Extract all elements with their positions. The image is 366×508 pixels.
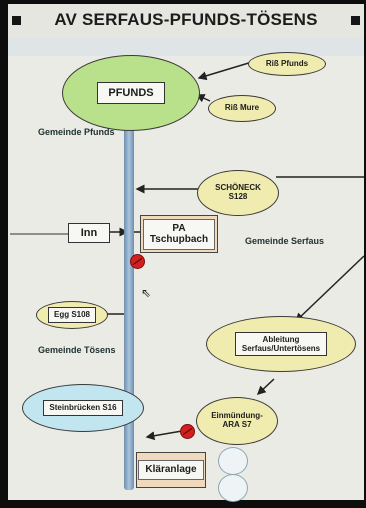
steinbrucken-oval[interactable]: Steinbrücken S16 xyxy=(22,384,144,432)
clarifier-circle-upper xyxy=(218,447,248,475)
egg-label: Egg S108 xyxy=(47,307,96,323)
einmundung-oval[interactable]: Einmündung- ARA S7 xyxy=(196,397,278,445)
region-pfunds-label: Gemeinde Pfunds xyxy=(38,127,115,137)
klaranlage-label: Kläranlage xyxy=(138,460,204,480)
egg-oval[interactable]: Egg S108 xyxy=(36,301,108,329)
klaranlage-box[interactable]: Kläranlage xyxy=(136,452,206,488)
inn-box[interactable]: Inn xyxy=(68,223,110,243)
mouse-pointer-icon: ⇖ xyxy=(141,286,152,300)
pa-tschupbach-box[interactable]: PA Tschupbach xyxy=(140,215,218,253)
main-collector-pipe xyxy=(124,118,134,490)
region-serfaus-label: Gemeinde Serfaus xyxy=(245,236,325,246)
window-control-right[interactable] xyxy=(351,16,360,25)
riss-pfunds-oval[interactable]: Riß Pfunds xyxy=(248,52,326,76)
riss-mure-oval[interactable]: Riß Mure xyxy=(208,95,276,122)
page-title: AV SERFAUS-PFUNDS-TÖSENS xyxy=(54,10,318,29)
pfunds-oval[interactable]: PFUNDS xyxy=(62,55,200,131)
ableitung-label: Ableitung Serfaus/Untertösens xyxy=(234,331,328,357)
clarifier-circle-lower xyxy=(218,474,248,502)
ableitung-oval[interactable]: Ableitung Serfaus/Untertösens xyxy=(206,316,356,372)
region-tosens-label: Gemeinde Tösens xyxy=(38,345,116,355)
marker-einmundung[interactable] xyxy=(180,424,195,439)
pfunds-label: PFUNDS xyxy=(97,81,165,105)
pa-tschupbach-label: PA Tschupbach xyxy=(142,218,216,250)
schoneck-oval[interactable]: SCHÖNECK S128 xyxy=(197,170,279,216)
steinbrucken-label: Steinbrücken S16 xyxy=(43,400,123,416)
window-control-left[interactable] xyxy=(12,16,21,25)
marker-tschupbach[interactable] xyxy=(130,254,145,269)
